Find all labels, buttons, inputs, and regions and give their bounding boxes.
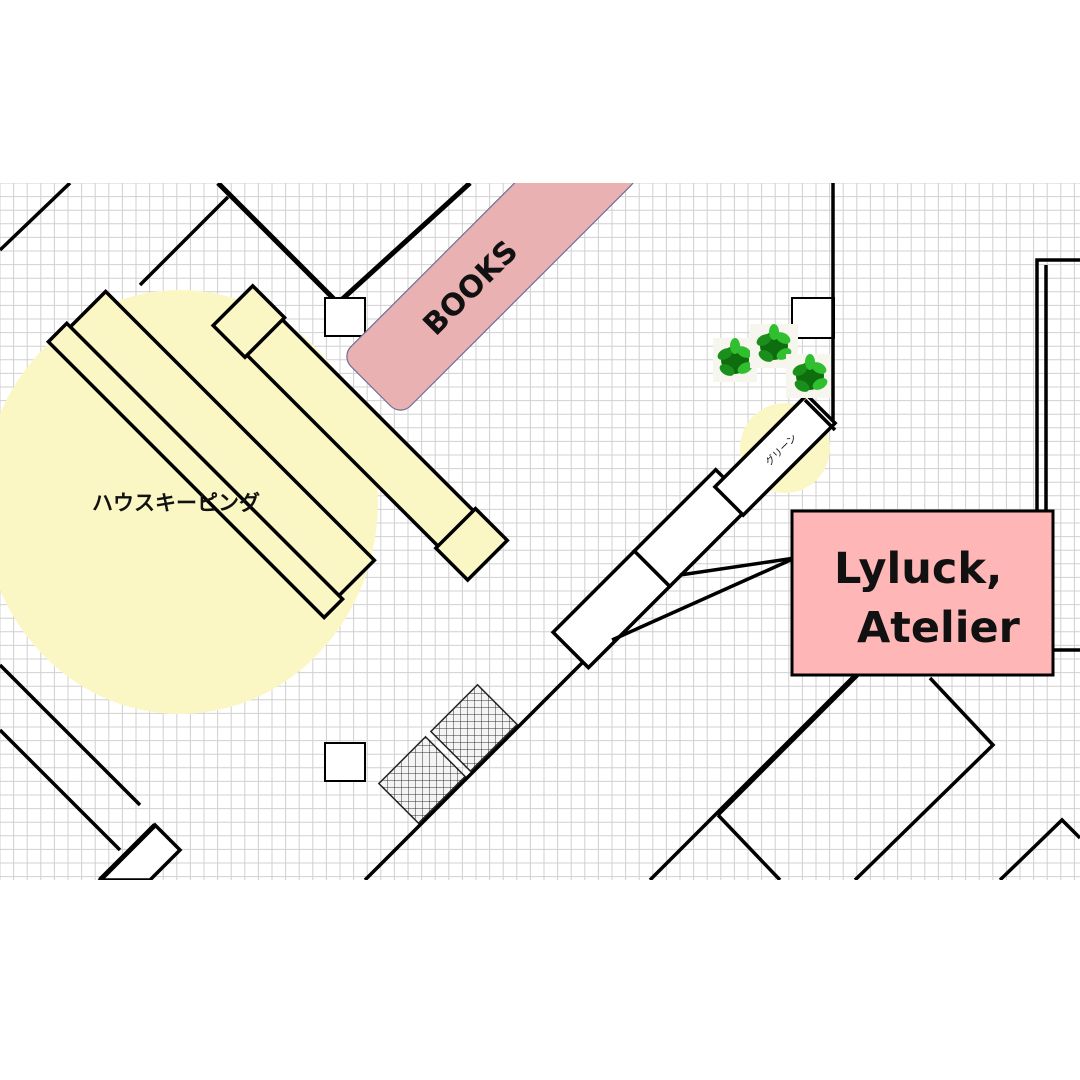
- housekeeping-fixtures: [45, 283, 510, 620]
- books-shelf: [346, 183, 636, 411]
- green-zone[interactable]: グリーン: [712, 392, 838, 518]
- lower-right-fixtures: [648, 662, 1080, 880]
- plant-icon: [713, 338, 757, 382]
- central-counters: [550, 467, 754, 671]
- shop-pointer-line: [679, 556, 796, 577]
- plant-icon: [750, 324, 798, 368]
- wall-segment: [1035, 258, 1080, 652]
- shop-sign[interactable]: Lyluck, Atelier: [790, 509, 1055, 677]
- green-planter: [712, 392, 838, 518]
- shop-name-line1: Lyluck,: [834, 544, 1002, 594]
- pillar: [324, 297, 366, 337]
- lower-left-fixtures: [0, 663, 183, 880]
- books-zone[interactable]: BOOKS: [341, 116, 641, 416]
- display-table-cap: [210, 283, 288, 360]
- shop-sign-box: [790, 509, 1055, 677]
- wire-rack-icon: [377, 735, 467, 825]
- plant-icon: [786, 354, 834, 398]
- shop-name-line2: Atelier: [857, 603, 1021, 653]
- wall-segment: [138, 195, 230, 287]
- pillar: [791, 297, 835, 339]
- housekeeping-label: ハウスキーピング: [92, 491, 260, 515]
- wall-segment: [803, 398, 837, 432]
- wire-rack-icon: [429, 683, 519, 773]
- shop-pointer-line: [611, 556, 796, 642]
- pillar: [324, 742, 366, 782]
- display-table-lower-edge: [45, 320, 346, 620]
- housekeeping-zone-highlight: [0, 290, 378, 714]
- display-table-cap: [433, 506, 510, 583]
- wall-segment: [0, 183, 72, 252]
